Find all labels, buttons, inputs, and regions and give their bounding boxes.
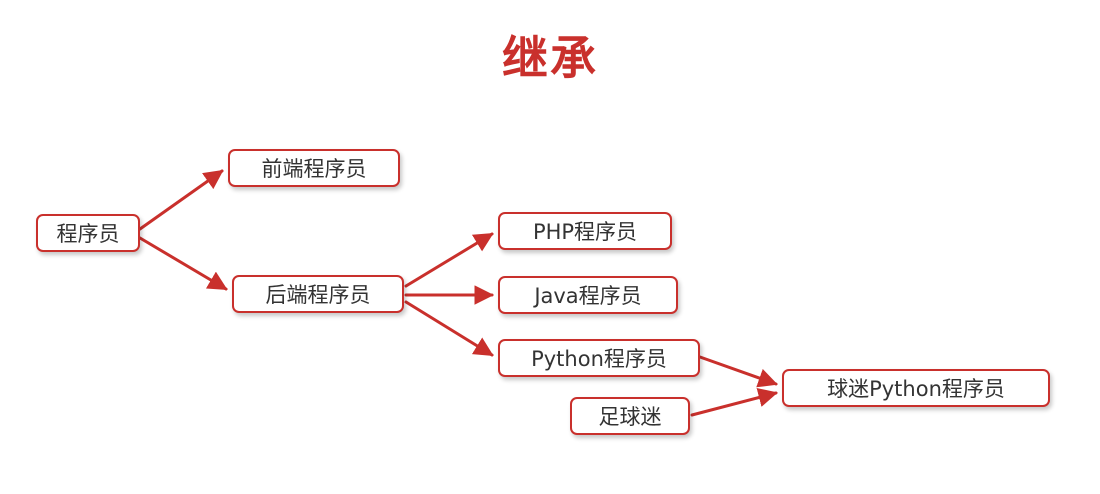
node-php: PHP程序员 — [498, 212, 672, 250]
node-fan-python: 球迷Python程序员 — [782, 369, 1050, 407]
node-frontend: 前端程序员 — [228, 149, 400, 187]
page-title: 继承 — [502, 31, 598, 85]
edge-python-fanpython — [698, 355, 778, 388]
edge-programmer-backend — [138, 236, 228, 291]
edge-footballfan-fanpython — [690, 388, 778, 417]
edge-backend-php — [404, 232, 494, 288]
edge-programmer-frontend — [138, 169, 224, 231]
edge-backend-python — [404, 300, 494, 357]
node-football-fan: 足球迷 — [570, 397, 690, 435]
node-java: Java程序员 — [498, 276, 678, 314]
node-backend: 后端程序员 — [232, 275, 404, 313]
node-python: Python程序员 — [498, 339, 700, 377]
node-programmer: 程序员 — [36, 214, 140, 252]
